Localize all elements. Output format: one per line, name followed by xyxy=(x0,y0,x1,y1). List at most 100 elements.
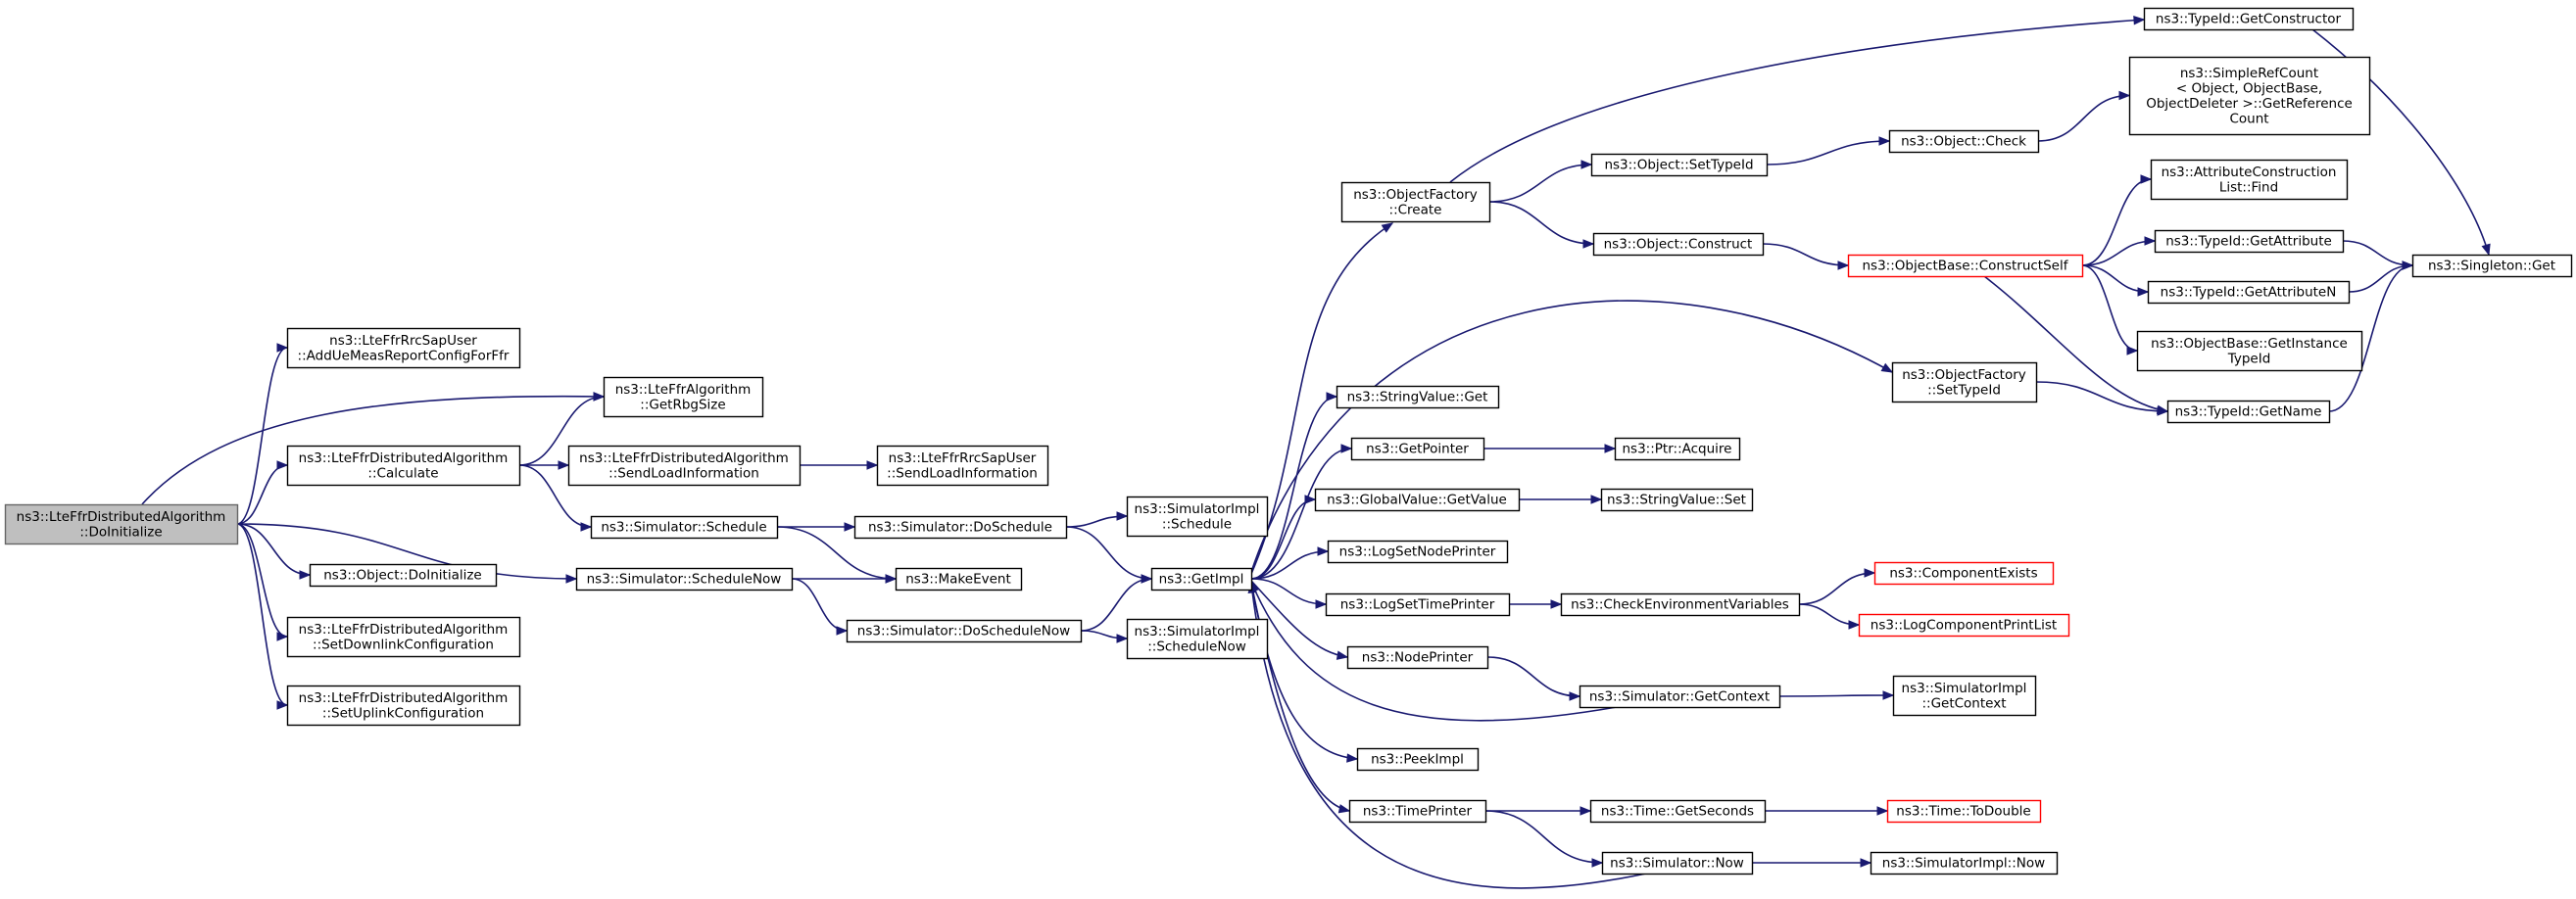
node-label: ns3::GetPointer xyxy=(1366,442,1469,457)
node-label: ns3::Object::Construct xyxy=(1604,237,1753,253)
node-setid[interactable]: ns3::Object::SetTypeId xyxy=(1590,153,1769,177)
node-lstp[interactable]: ns3::LogSetTimePrinter xyxy=(1325,592,1511,617)
node-sendA[interactable]: ns3::LteFfrDistributedAlgorithm::SendLoa… xyxy=(567,445,802,487)
node-lcpl[interactable]: ns3::LogComponentPrintList xyxy=(1858,613,2070,638)
edge-calc-to-sendA xyxy=(518,460,570,470)
edge-root-to-schnow xyxy=(236,523,578,584)
node-timep[interactable]: ns3::TimePrinter xyxy=(1348,799,1487,824)
edge-cself-to-acfind xyxy=(2081,174,2153,266)
node-singget[interactable]: ns3::Singleton::Get xyxy=(2411,254,2573,278)
node-mkev[interactable]: ns3::MakeEvent xyxy=(895,567,1023,591)
node-label: Count xyxy=(2229,111,2268,126)
node-label: ns3::Simulator::GetContext xyxy=(1589,689,1770,705)
node-label: ::ScheduleNow xyxy=(1147,639,1246,654)
edges-layer xyxy=(141,16,2491,889)
nodes-layer: ns3::LteFfrDistributedAlgorithm::DoIniti… xyxy=(4,7,2573,875)
node-doschnow[interactable]: ns3::Simulator::DoScheduleNow xyxy=(846,619,1083,643)
node-objdo[interactable]: ns3::Object::DoInitialize xyxy=(309,563,498,588)
node-label: ns3::TypeId::GetName xyxy=(2175,404,2322,420)
edge-ofcreate-to-getctor xyxy=(1449,16,2146,183)
node-label: ns3::SimulatorImpl::Now xyxy=(1882,856,2045,872)
node-tgetname[interactable]: ns3::TypeId::GetName xyxy=(2166,400,2331,424)
node-label: ::GetRbgSize xyxy=(640,397,725,412)
node-construct[interactable]: ns3::Object::Construct xyxy=(1592,232,1765,257)
edge-simnow-to-siminow xyxy=(1752,858,1872,868)
node-rbg[interactable]: ns3::LteFfrAlgorithm::GetRbgSize xyxy=(603,376,764,418)
edge-getimpl-to-ofcreate xyxy=(1250,222,1394,575)
node-sched[interactable]: ns3::Simulator::Schedule xyxy=(590,515,779,540)
node-compex[interactable]: ns3::ComponentExists xyxy=(1873,561,2055,586)
edge-setid-to-check xyxy=(1766,136,1891,166)
edge-gvget-to-strset xyxy=(1519,495,1603,504)
node-tgetattrn[interactable]: ns3::TypeId::GetAttributeN xyxy=(2147,280,2351,305)
node-getsec[interactable]: ns3::Time::GetSeconds xyxy=(1589,799,1767,824)
node-dosch[interactable]: ns3::Simulator::DoSchedule xyxy=(853,515,1068,540)
node-label: ns3::Object::Check xyxy=(1901,134,2026,150)
node-getptr[interactable]: ns3::GetPointer xyxy=(1350,437,1485,461)
node-label: ::SendLoadInformation xyxy=(608,465,759,481)
node-label: ::DoInitialize xyxy=(79,524,162,540)
node-label: ns3::TypeId::GetConstructor xyxy=(2156,12,2342,27)
node-label: ns3::Simulator::Now xyxy=(1610,856,1744,872)
edge-getimpl-to-getptr xyxy=(1250,444,1353,580)
node-setul[interactable]: ns3::LteFfrDistributedAlgorithm::SetUpli… xyxy=(286,685,521,727)
node-sendB[interactable]: ns3::LteFfrRrcSapUser::SendLoadInformati… xyxy=(876,445,1049,487)
node-getimpl[interactable]: ns3::GetImpl xyxy=(1150,567,1253,591)
node-lsnp[interactable]: ns3::LogSetNodePrinter xyxy=(1327,540,1509,564)
edge-root-to-calc xyxy=(236,460,289,525)
edge-getimpl-to-strget xyxy=(1250,392,1338,580)
node-label: ns3::StringValue::Set xyxy=(1607,493,1746,508)
node-label: ns3::Simulator::DoScheduleNow xyxy=(857,624,1070,639)
node-label: ns3::Time::GetSeconds xyxy=(1601,804,1754,820)
edge-root-to-setul xyxy=(236,523,289,710)
node-check[interactable]: ns3::Object::Check xyxy=(1888,129,2040,154)
node-simschnow[interactable]: ns3::SimulatorImpl::ScheduleNow xyxy=(1126,618,1269,660)
node-label: ns3::SimpleRefCount xyxy=(2180,66,2318,81)
edge-tgetname-to-singget xyxy=(2328,260,2414,412)
node-addue[interactable]: ns3::LteFfrRrcSapUser::AddUeMeasReportCo… xyxy=(286,327,521,369)
edge-doschnow-to-getimpl xyxy=(1080,574,1153,632)
node-todouble[interactable]: ns3::Time::ToDouble xyxy=(1886,799,2042,824)
node-strset[interactable]: ns3::StringValue::Set xyxy=(1600,488,1754,512)
node-label: ns3::PeekImpl xyxy=(1371,752,1464,768)
node-calc[interactable]: ns3::LteFfrDistributedAlgorithm::Calcula… xyxy=(286,445,521,487)
node-getctor[interactable]: ns3::TypeId::GetConstructor xyxy=(2143,7,2355,31)
node-cself[interactable]: ns3::ObjectBase::ConstructSelf xyxy=(1847,254,2084,278)
node-getctx[interactable]: ns3::Simulator::GetContext xyxy=(1579,685,1781,709)
node-setdl[interactable]: ns3::LteFfrDistributedAlgorithm::SetDown… xyxy=(286,616,521,658)
node-label: ns3::ObjectFactory xyxy=(1902,367,2026,383)
node-label: ns3::LteFfrDistributedAlgorithm xyxy=(17,509,226,525)
node-label: TypeId xyxy=(2227,351,2271,366)
node-schnow[interactable]: ns3::Simulator::ScheduleNow xyxy=(575,567,794,591)
node-label: ::SendLoadInformation xyxy=(887,465,1038,481)
node-label: ns3::LteFfrDistributedAlgorithm xyxy=(299,622,509,638)
node-acquire[interactable]: ns3::Ptr::Acquire xyxy=(1614,437,1741,461)
node-siminow[interactable]: ns3::SimulatorImpl::Now xyxy=(1870,851,2059,875)
node-label: ns3::TimePrinter xyxy=(1363,804,1473,820)
edge-getimpl-to-lsnp xyxy=(1250,546,1330,580)
node-srcgrc[interactable]: ns3::SimpleRefCount< Object, ObjectBase,… xyxy=(2128,56,2371,136)
node-root[interactable]: ns3::LteFfrDistributedAlgorithm::DoIniti… xyxy=(4,503,239,545)
node-label: ns3::ObjectFactory xyxy=(1353,187,1478,203)
node-label: ::GetContext xyxy=(1921,695,2006,711)
node-nodep[interactable]: ns3::NodePrinter xyxy=(1346,645,1489,670)
edge-doschnow-to-simschnow xyxy=(1080,630,1129,643)
node-label: ObjectDeleter >::GetReference xyxy=(2146,96,2353,112)
node-label: ns3::Simulator::Schedule xyxy=(601,520,766,536)
edge-construct-to-cself xyxy=(1762,243,1850,270)
node-gvget[interactable]: ns3::GlobalValue::GetValue xyxy=(1314,488,1521,512)
node-strget[interactable]: ns3::StringValue::Get xyxy=(1336,385,1500,409)
node-label: ns3::LteFfrDistributedAlgorithm xyxy=(579,450,789,466)
node-checkenv[interactable]: ns3::CheckEnvironmentVariables xyxy=(1560,592,1801,617)
edge-schnow-to-doschnow xyxy=(791,578,849,636)
node-peek[interactable]: ns3::PeekImpl xyxy=(1356,747,1480,772)
node-label: ns3::Simulator::ScheduleNow xyxy=(587,572,782,588)
node-ofsetid[interactable]: ns3::ObjectFactory::SetTypeId xyxy=(1891,361,2038,403)
node-simnow[interactable]: ns3::Simulator::Now xyxy=(1601,851,1754,875)
node-simsch[interactable]: ns3::SimulatorImpl::Schedule xyxy=(1126,496,1269,538)
node-simgctx[interactable]: ns3::SimulatorImpl::GetContext xyxy=(1892,675,2037,717)
node-tgetattr[interactable]: ns3::TypeId::GetAttribute xyxy=(2154,229,2345,254)
node-ofcreate[interactable]: ns3::ObjectFactory::Create xyxy=(1340,181,1491,223)
